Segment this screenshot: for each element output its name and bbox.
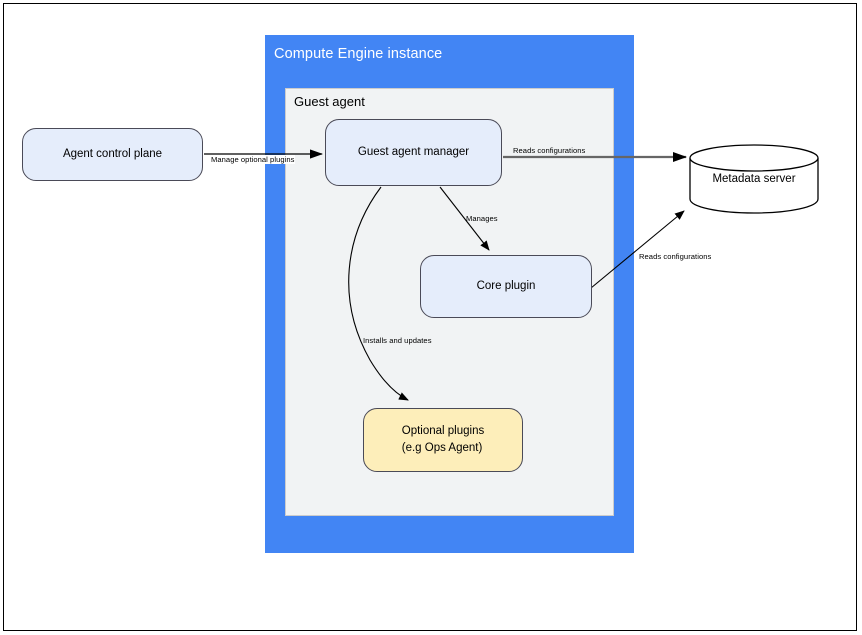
node-label-optional-plugins: Optional plugins (e.g Ops Agent) (402, 423, 484, 456)
node-agent-control-plane[interactable]: Agent control plane (22, 128, 203, 181)
edge-label-manages: Manages (466, 214, 498, 223)
diagram-frame (3, 3, 857, 631)
edge-label-reads-configurations-core: Reads configurations (639, 252, 712, 261)
edge-label-reads-configurations-manager: Reads configurations (513, 146, 586, 155)
node-label-agent-control-plane: Agent control plane (62, 148, 163, 161)
node-label-core-plugin: Core plugin (476, 280, 536, 293)
container-label-compute-engine-instance: Compute Engine instance (274, 46, 443, 62)
node-optional-plugins[interactable]: Optional plugins (e.g Ops Agent) (363, 408, 523, 472)
node-label-optional-plugins-line2: (e.g Ops Agent) (401, 442, 483, 454)
node-label-metadata-server: Metadata server (712, 173, 796, 185)
node-metadata-server[interactable]: Metadata server (689, 145, 819, 213)
node-core-plugin[interactable]: Core plugin (420, 255, 592, 318)
node-guest-agent-manager[interactable]: Guest agent manager (325, 119, 502, 186)
node-label-optional-plugins-line1: Optional plugins (401, 425, 485, 438)
container-label-guest-agent: Guest agent (294, 94, 365, 109)
edge-label-installs-and-updates: Installs and updates (363, 336, 432, 345)
node-label-guest-agent-manager: Guest agent manager (357, 146, 470, 159)
edge-label-manage-optional-plugins: Manage optional plugins (210, 155, 296, 164)
